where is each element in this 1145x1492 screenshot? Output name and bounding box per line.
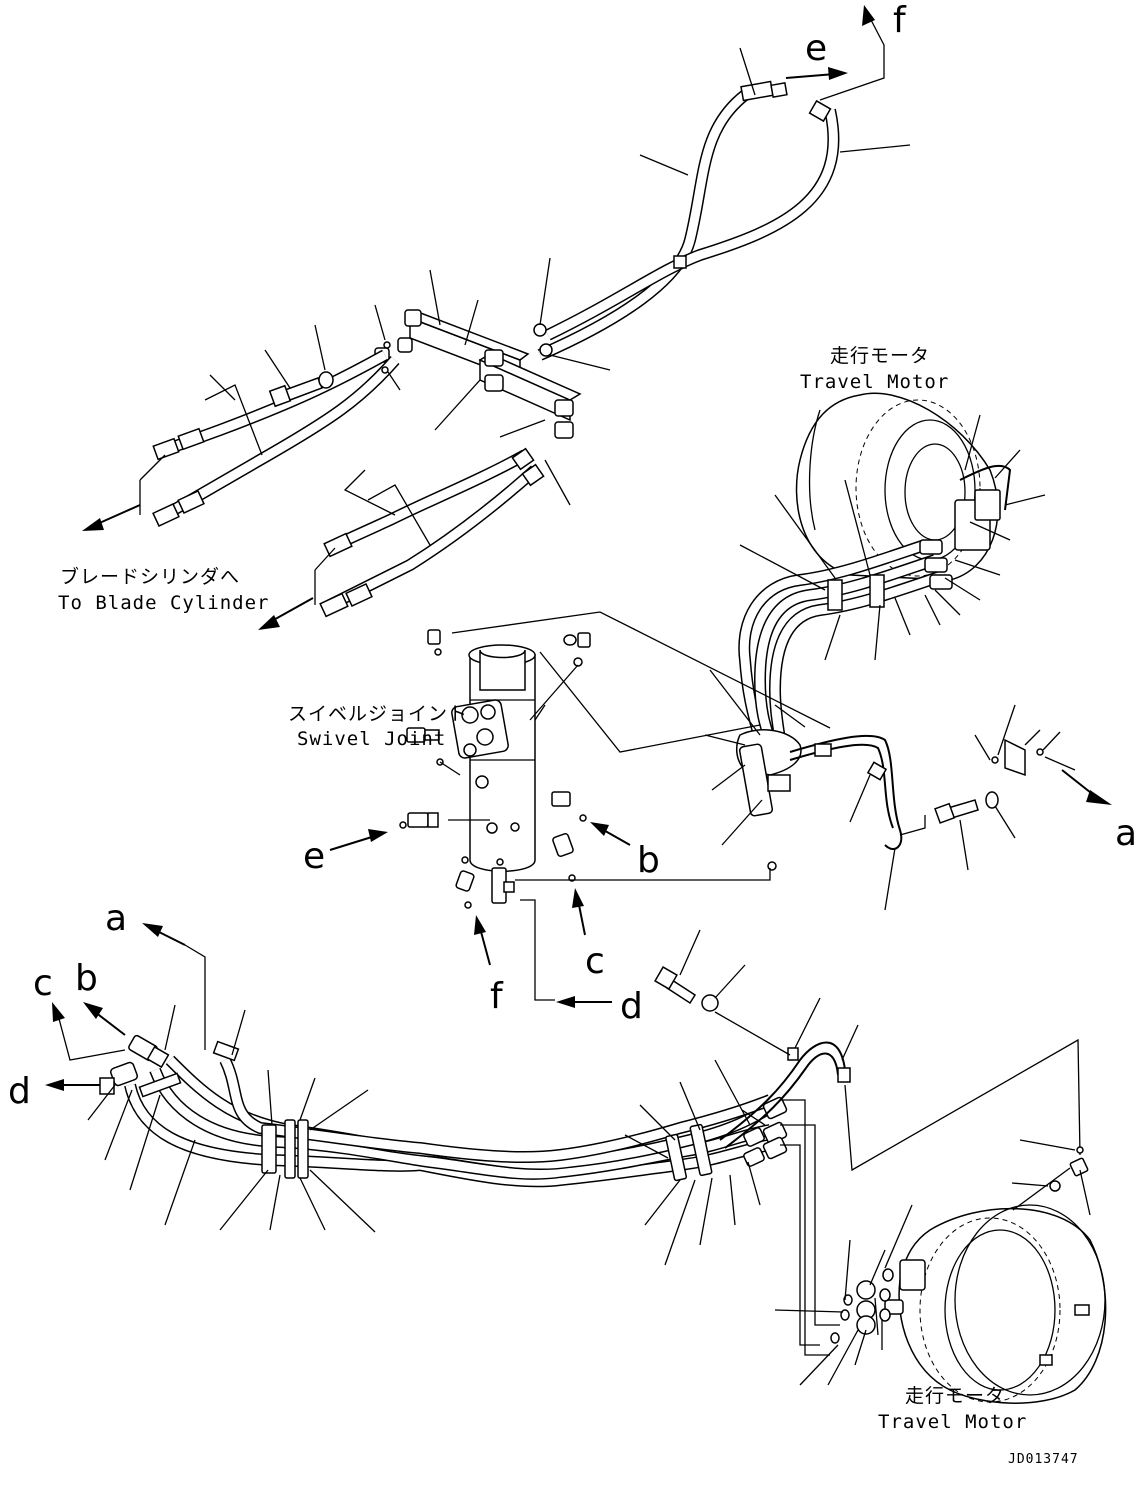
callout-d-mid: d (620, 986, 643, 1027)
callout-f-mid: f (490, 976, 504, 1017)
travel-motor-top-label-jp: 走行モータ (830, 345, 930, 367)
travel-motor-bottom: 走行モータ Travel Motor (774, 1139, 1107, 1433)
drawing-code: JD013747 (1008, 1452, 1079, 1467)
bottom-hose-bundle (99, 966, 851, 1188)
callout-b-left: b (75, 958, 98, 999)
callout-c-mid: c (585, 941, 605, 982)
travel-motor-hoses-right (735, 539, 1044, 850)
blade-cylinder-label-jp: ブレードシリンダへ (60, 565, 240, 588)
swivel-joint: スイベルジョイント Swivel Joint (288, 611, 831, 1001)
callout-d-left: d (8, 1071, 31, 1112)
blade-hose-assembly (152, 80, 840, 618)
callout-c-left: c (33, 963, 53, 1004)
top-leader-lines (139, 47, 911, 605)
travel-motor-bottom-label-jp: 走行モータ (905, 1385, 1005, 1407)
callout-f-top: f (893, 0, 907, 41)
bottom-routing-lines (780, 1038, 1081, 1356)
callout-b-mid: b (637, 840, 660, 881)
swivel-joint-label-jp: スイベルジョイント (288, 703, 468, 725)
swivel-joint-label-en: Swivel Joint (297, 728, 446, 750)
blade-cylinder-label-en: To Blade Cylinder (58, 592, 269, 614)
bottom-left-arrows: a b c d (8, 898, 206, 1112)
swivel-arrows: e b c f d (303, 822, 660, 1027)
travel-motor-bottom-label-en: Travel Motor (878, 1411, 1027, 1433)
callout-e-top: e (805, 28, 827, 69)
travel-motor-top: 走行モータ Travel Motor (795, 345, 1012, 581)
bottom-leader-lines (87, 929, 859, 1266)
callout-a-left: a (105, 898, 127, 939)
travel-motor-top-label-en: Travel Motor (800, 371, 949, 393)
top-arrows: e f (82, 0, 907, 630)
callout-e-left: e (303, 836, 325, 877)
right-leader-lines: a (704, 414, 1137, 911)
callout-a-right: a (1115, 813, 1137, 854)
